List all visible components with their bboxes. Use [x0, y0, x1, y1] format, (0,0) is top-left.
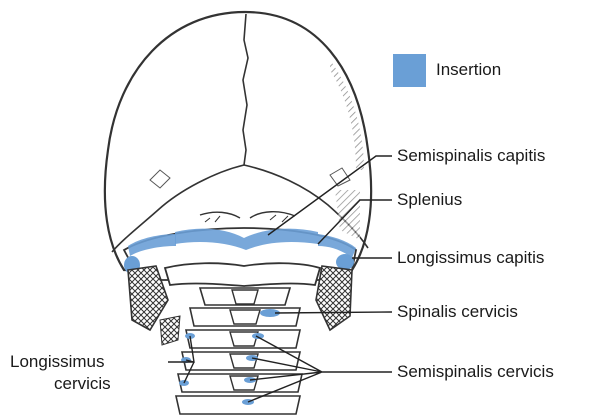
leader-spinalis-cervicis: [275, 312, 392, 313]
mastoid-right: [316, 266, 352, 330]
label-longissimus-cervicis-line2: cervicis: [54, 374, 111, 394]
legend-swatch: [393, 54, 426, 87]
legend-label: Insertion: [436, 60, 501, 80]
label-splenius: Splenius: [397, 190, 462, 210]
label-semispinalis-cervicis: Semispinalis cervicis: [397, 362, 554, 382]
label-semispinalis-capitis: Semispinalis capitis: [397, 146, 545, 166]
label-longissimus-capitis: Longissimus capitis: [397, 248, 544, 268]
label-spinalis-cervicis: Spinalis cervicis: [397, 302, 518, 322]
atlas-vertebra: [165, 263, 320, 286]
label-longissimus-cervicis-line1: Longissimus: [10, 352, 105, 372]
